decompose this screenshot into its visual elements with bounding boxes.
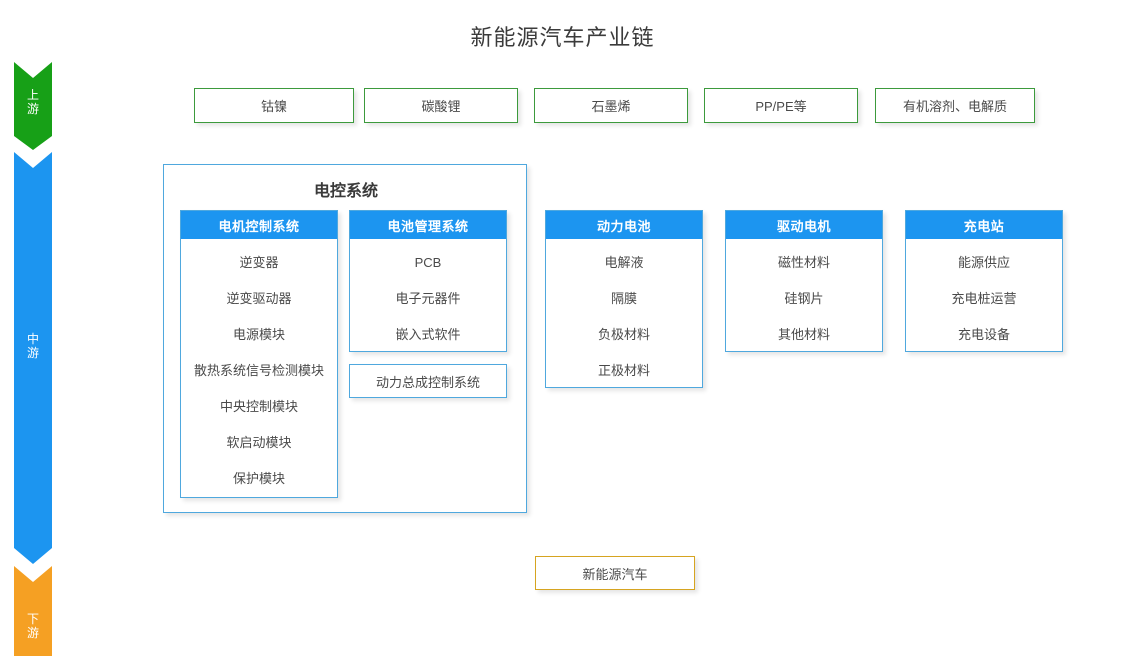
upstream-box-graphene[interactable]: 石墨烯 bbox=[534, 88, 688, 123]
page-title: 新能源汽车产业链 bbox=[470, 25, 655, 50]
card-header-drive-motor: 驱动电机 bbox=[726, 211, 882, 239]
stage-label-upstream-line1: 上 bbox=[26, 88, 39, 102]
card-item[interactable]: 负极材料 bbox=[597, 327, 650, 342]
card-charging-station[interactable]: 充电站 能源供应 充电桩运营 充电设备 bbox=[905, 210, 1063, 352]
stage-label-downstream-line2: 游 bbox=[26, 626, 39, 640]
stage-segment-midstream: 中 游 bbox=[14, 152, 52, 564]
upstream-box-organic-solvent[interactable]: 有机溶剂、电解质 bbox=[875, 88, 1035, 123]
card-motor-control-system[interactable]: 电机控制系统 逆变器 逆变驱动器 电源模块 散热系统信号检测模块 中央控制模块 … bbox=[180, 210, 338, 498]
stage-label-downstream: 下 游 bbox=[14, 612, 52, 640]
stage-rail: 上 游 中 游 下 游 bbox=[14, 62, 52, 656]
upstream-box-lithium-carbonate[interactable]: 碳酸锂 bbox=[364, 88, 518, 123]
card-body-drive-motor: 磁性材料 硅钢片 其他材料 bbox=[726, 239, 882, 361]
stage-label-midstream-line1: 中 bbox=[26, 332, 39, 346]
box-powertrain-control-system[interactable]: 动力总成控制系统 bbox=[349, 364, 507, 398]
card-body-power-battery: 电解液 隔膜 负极材料 正极材料 bbox=[546, 239, 702, 397]
card-item[interactable]: 隔膜 bbox=[610, 291, 637, 306]
card-item[interactable]: 磁性材料 bbox=[777, 255, 830, 270]
card-item[interactable]: 逆变驱动器 bbox=[226, 291, 292, 306]
card-item[interactable]: 电子元器件 bbox=[395, 291, 461, 306]
card-item[interactable]: 能源供应 bbox=[957, 255, 1010, 270]
stage-segment-upstream: 上 游 bbox=[14, 62, 52, 150]
card-item[interactable]: PCB bbox=[414, 255, 442, 270]
card-body-charging-station: 能源供应 充电桩运营 充电设备 bbox=[906, 239, 1062, 361]
upstream-box-cobalt-nickel[interactable]: 钴镍 bbox=[194, 88, 354, 123]
card-body-motor-control-system: 逆变器 逆变驱动器 电源模块 散热系统信号检测模块 中央控制模块 软启动模块 保… bbox=[181, 239, 337, 505]
card-item[interactable]: 软启动模块 bbox=[226, 435, 292, 450]
card-header-charging-station: 充电站 bbox=[906, 211, 1062, 239]
card-item[interactable]: 电源模块 bbox=[232, 327, 285, 342]
card-item[interactable]: 中央控制模块 bbox=[219, 399, 298, 414]
card-power-battery[interactable]: 动力电池 电解液 隔膜 负极材料 正极材料 bbox=[545, 210, 703, 388]
card-drive-motor[interactable]: 驱动电机 磁性材料 硅钢片 其他材料 bbox=[725, 210, 883, 352]
card-header-battery-management-system: 电池管理系统 bbox=[350, 211, 506, 239]
card-item[interactable]: 硅钢片 bbox=[784, 291, 824, 306]
card-header-motor-control-system: 电机控制系统 bbox=[181, 211, 337, 239]
card-battery-management-system[interactable]: 电池管理系统 PCB 电子元器件 嵌入式软件 bbox=[349, 210, 507, 352]
card-item[interactable]: 充电桩运营 bbox=[951, 291, 1017, 306]
stage-label-midstream: 中 游 bbox=[14, 332, 52, 360]
downstream-box-new-energy-vehicle[interactable]: 新能源汽车 bbox=[535, 556, 695, 590]
card-item[interactable]: 散热系统信号检测模块 bbox=[193, 363, 324, 378]
card-item[interactable]: 保护模块 bbox=[232, 471, 285, 486]
card-body-battery-management-system: PCB 电子元器件 嵌入式软件 bbox=[350, 239, 506, 361]
card-item[interactable]: 电解液 bbox=[604, 255, 644, 270]
card-item[interactable]: 嵌入式软件 bbox=[395, 327, 461, 342]
card-item[interactable]: 逆变器 bbox=[239, 255, 279, 270]
card-header-power-battery: 动力电池 bbox=[546, 211, 702, 239]
stage-segment-downstream: 下 游 bbox=[14, 566, 52, 656]
stage-label-upstream-line2: 游 bbox=[26, 102, 39, 116]
stage-label-upstream: 上 游 bbox=[14, 88, 52, 116]
card-item[interactable]: 充电设备 bbox=[957, 327, 1010, 342]
ecu-system-panel-title: 电控系统 bbox=[313, 183, 378, 200]
stage-label-midstream-line2: 游 bbox=[26, 346, 39, 360]
card-item[interactable]: 正极材料 bbox=[597, 363, 650, 378]
stage-label-downstream-line1: 下 bbox=[26, 612, 39, 626]
upstream-box-pp-pe[interactable]: PP/PE等 bbox=[704, 88, 858, 123]
card-item[interactable]: 其他材料 bbox=[777, 327, 830, 342]
